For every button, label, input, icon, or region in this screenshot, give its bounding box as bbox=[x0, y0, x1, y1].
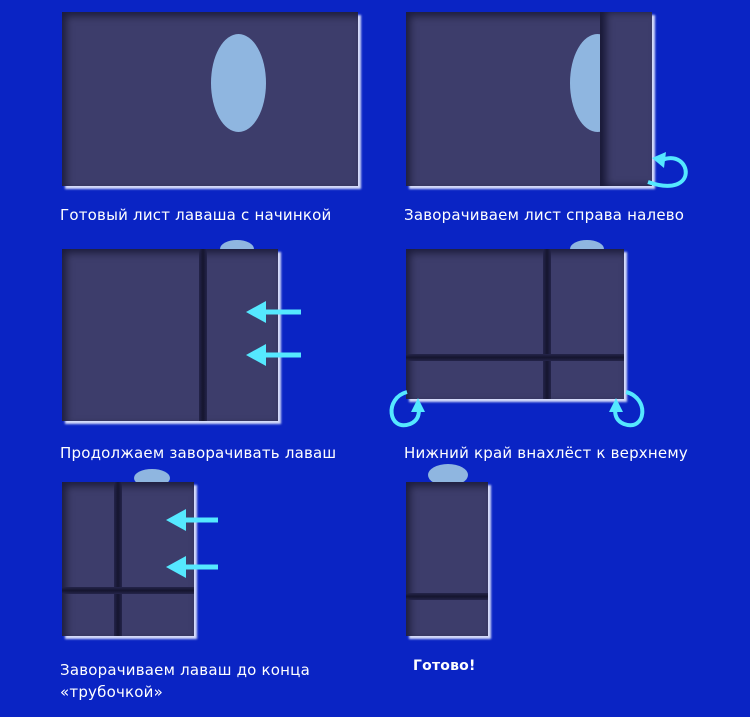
arrow-left-icon bbox=[166, 556, 218, 578]
finished-roll bbox=[406, 482, 488, 636]
filling-oval bbox=[211, 34, 266, 132]
step-5-caption-line-1: Заворачиваем лаваш до конца bbox=[60, 661, 310, 679]
lavash-sheet bbox=[62, 12, 358, 186]
arrow-left-icon bbox=[246, 344, 301, 366]
fold-line-horizontal bbox=[62, 587, 194, 594]
fold-line-horizontal bbox=[406, 354, 624, 361]
fold-line bbox=[199, 249, 207, 421]
lavash-sheet bbox=[406, 249, 624, 399]
step-1-caption: Готовый лист лаваша с начинкой bbox=[60, 206, 332, 224]
step-3-caption: Продолжаем заворачивать лаваш bbox=[60, 444, 337, 462]
lavash-roll bbox=[62, 482, 194, 636]
step-5-caption-line-2: «трубочкой» bbox=[60, 683, 163, 701]
arrow-left-icon bbox=[246, 301, 301, 323]
fold-line-vertical bbox=[114, 482, 122, 636]
step-4-caption: Нижний край внахлёст к верхнему bbox=[404, 444, 688, 462]
curved-arrow-icon bbox=[647, 152, 688, 188]
curved-arrow-icon bbox=[609, 390, 645, 428]
step-6-caption: Готово! bbox=[413, 658, 476, 674]
step-2-caption: Заворачиваем лист справа налево bbox=[404, 206, 685, 224]
filling-oval-top bbox=[428, 464, 468, 486]
arrow-left-icon bbox=[166, 509, 218, 531]
lavash-sheet bbox=[62, 249, 278, 421]
folded-flap bbox=[600, 12, 652, 186]
fold-line-horizontal bbox=[406, 593, 488, 600]
lavash-sheet bbox=[406, 12, 652, 186]
curved-arrow-icon bbox=[389, 390, 425, 428]
fold-line-vertical bbox=[543, 249, 551, 399]
